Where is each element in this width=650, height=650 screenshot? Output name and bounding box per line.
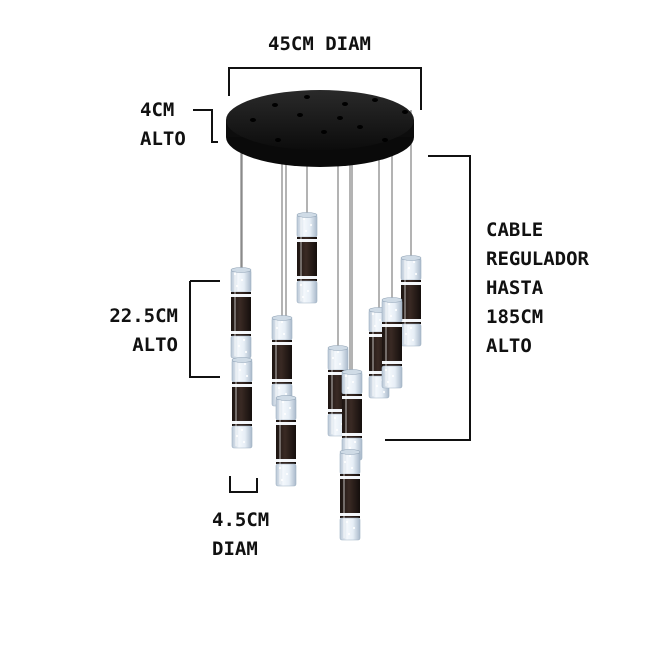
ceiling-canopy xyxy=(226,90,414,167)
canopy-height-value: 4CM xyxy=(140,99,175,121)
canopy-hole xyxy=(382,138,388,142)
canopy-hole xyxy=(321,130,327,134)
pendant-light xyxy=(230,267,252,359)
pendant-diameter-bracket xyxy=(229,476,258,493)
canopy-hole xyxy=(272,103,278,107)
pendant-height-unit: ALTO xyxy=(132,334,178,356)
canopy-hole xyxy=(297,113,303,117)
canopy-diameter-bracket xyxy=(228,67,422,110)
canopy-hole xyxy=(342,102,348,106)
canopy-height-label: 4CM ALTO xyxy=(140,96,186,154)
cable-length-line-1: CABLE xyxy=(486,219,544,241)
pendant-lights xyxy=(230,212,422,541)
canopy-height-unit: ALTO xyxy=(140,128,186,150)
canopy-hole xyxy=(357,125,363,129)
pendant-light xyxy=(400,255,422,347)
canopy-diameter-text: 45CM DIAM xyxy=(268,33,371,55)
canopy-hole xyxy=(304,95,310,99)
pendant-light xyxy=(271,315,293,407)
cable-length-bracket xyxy=(385,155,471,441)
pendant-light xyxy=(296,212,318,304)
pendant-light xyxy=(231,357,253,449)
canopy-hole xyxy=(275,138,281,142)
pendant-light xyxy=(381,297,403,389)
cable-length-line-5: ALTO xyxy=(486,335,532,357)
pendant-height-bracket xyxy=(189,280,220,378)
cable-length-line-2: REGULADOR xyxy=(486,248,589,270)
canopy-diameter-label: 45CM DIAM xyxy=(268,30,371,59)
cable-length-line-4: 185CM xyxy=(486,306,544,328)
pendant-light xyxy=(341,369,363,461)
canopy-hole xyxy=(372,98,378,102)
cable-length-label: CABLE REGULADOR HASTA 185CM ALTO xyxy=(486,216,589,361)
pendant-diameter-unit: DIAM xyxy=(212,538,258,560)
pendant-light xyxy=(275,395,297,487)
cable-length-line-3: HASTA xyxy=(486,277,544,299)
canopy-hole xyxy=(337,116,343,120)
canopy-height-bracket xyxy=(193,109,218,143)
pendant-light xyxy=(339,449,361,541)
canopy-holes xyxy=(250,95,408,142)
pendant-height-value: 22.5CM xyxy=(109,305,178,327)
dimension-lines xyxy=(189,67,471,493)
canopy-hole xyxy=(250,118,256,122)
pendant-diameter-value: 4.5CM xyxy=(212,509,270,531)
pendant-height-label: 22.5CM ALTO xyxy=(102,302,178,360)
canopy-hole xyxy=(402,110,408,114)
pendant-diameter-label: 4.5CM DIAM xyxy=(212,506,269,564)
